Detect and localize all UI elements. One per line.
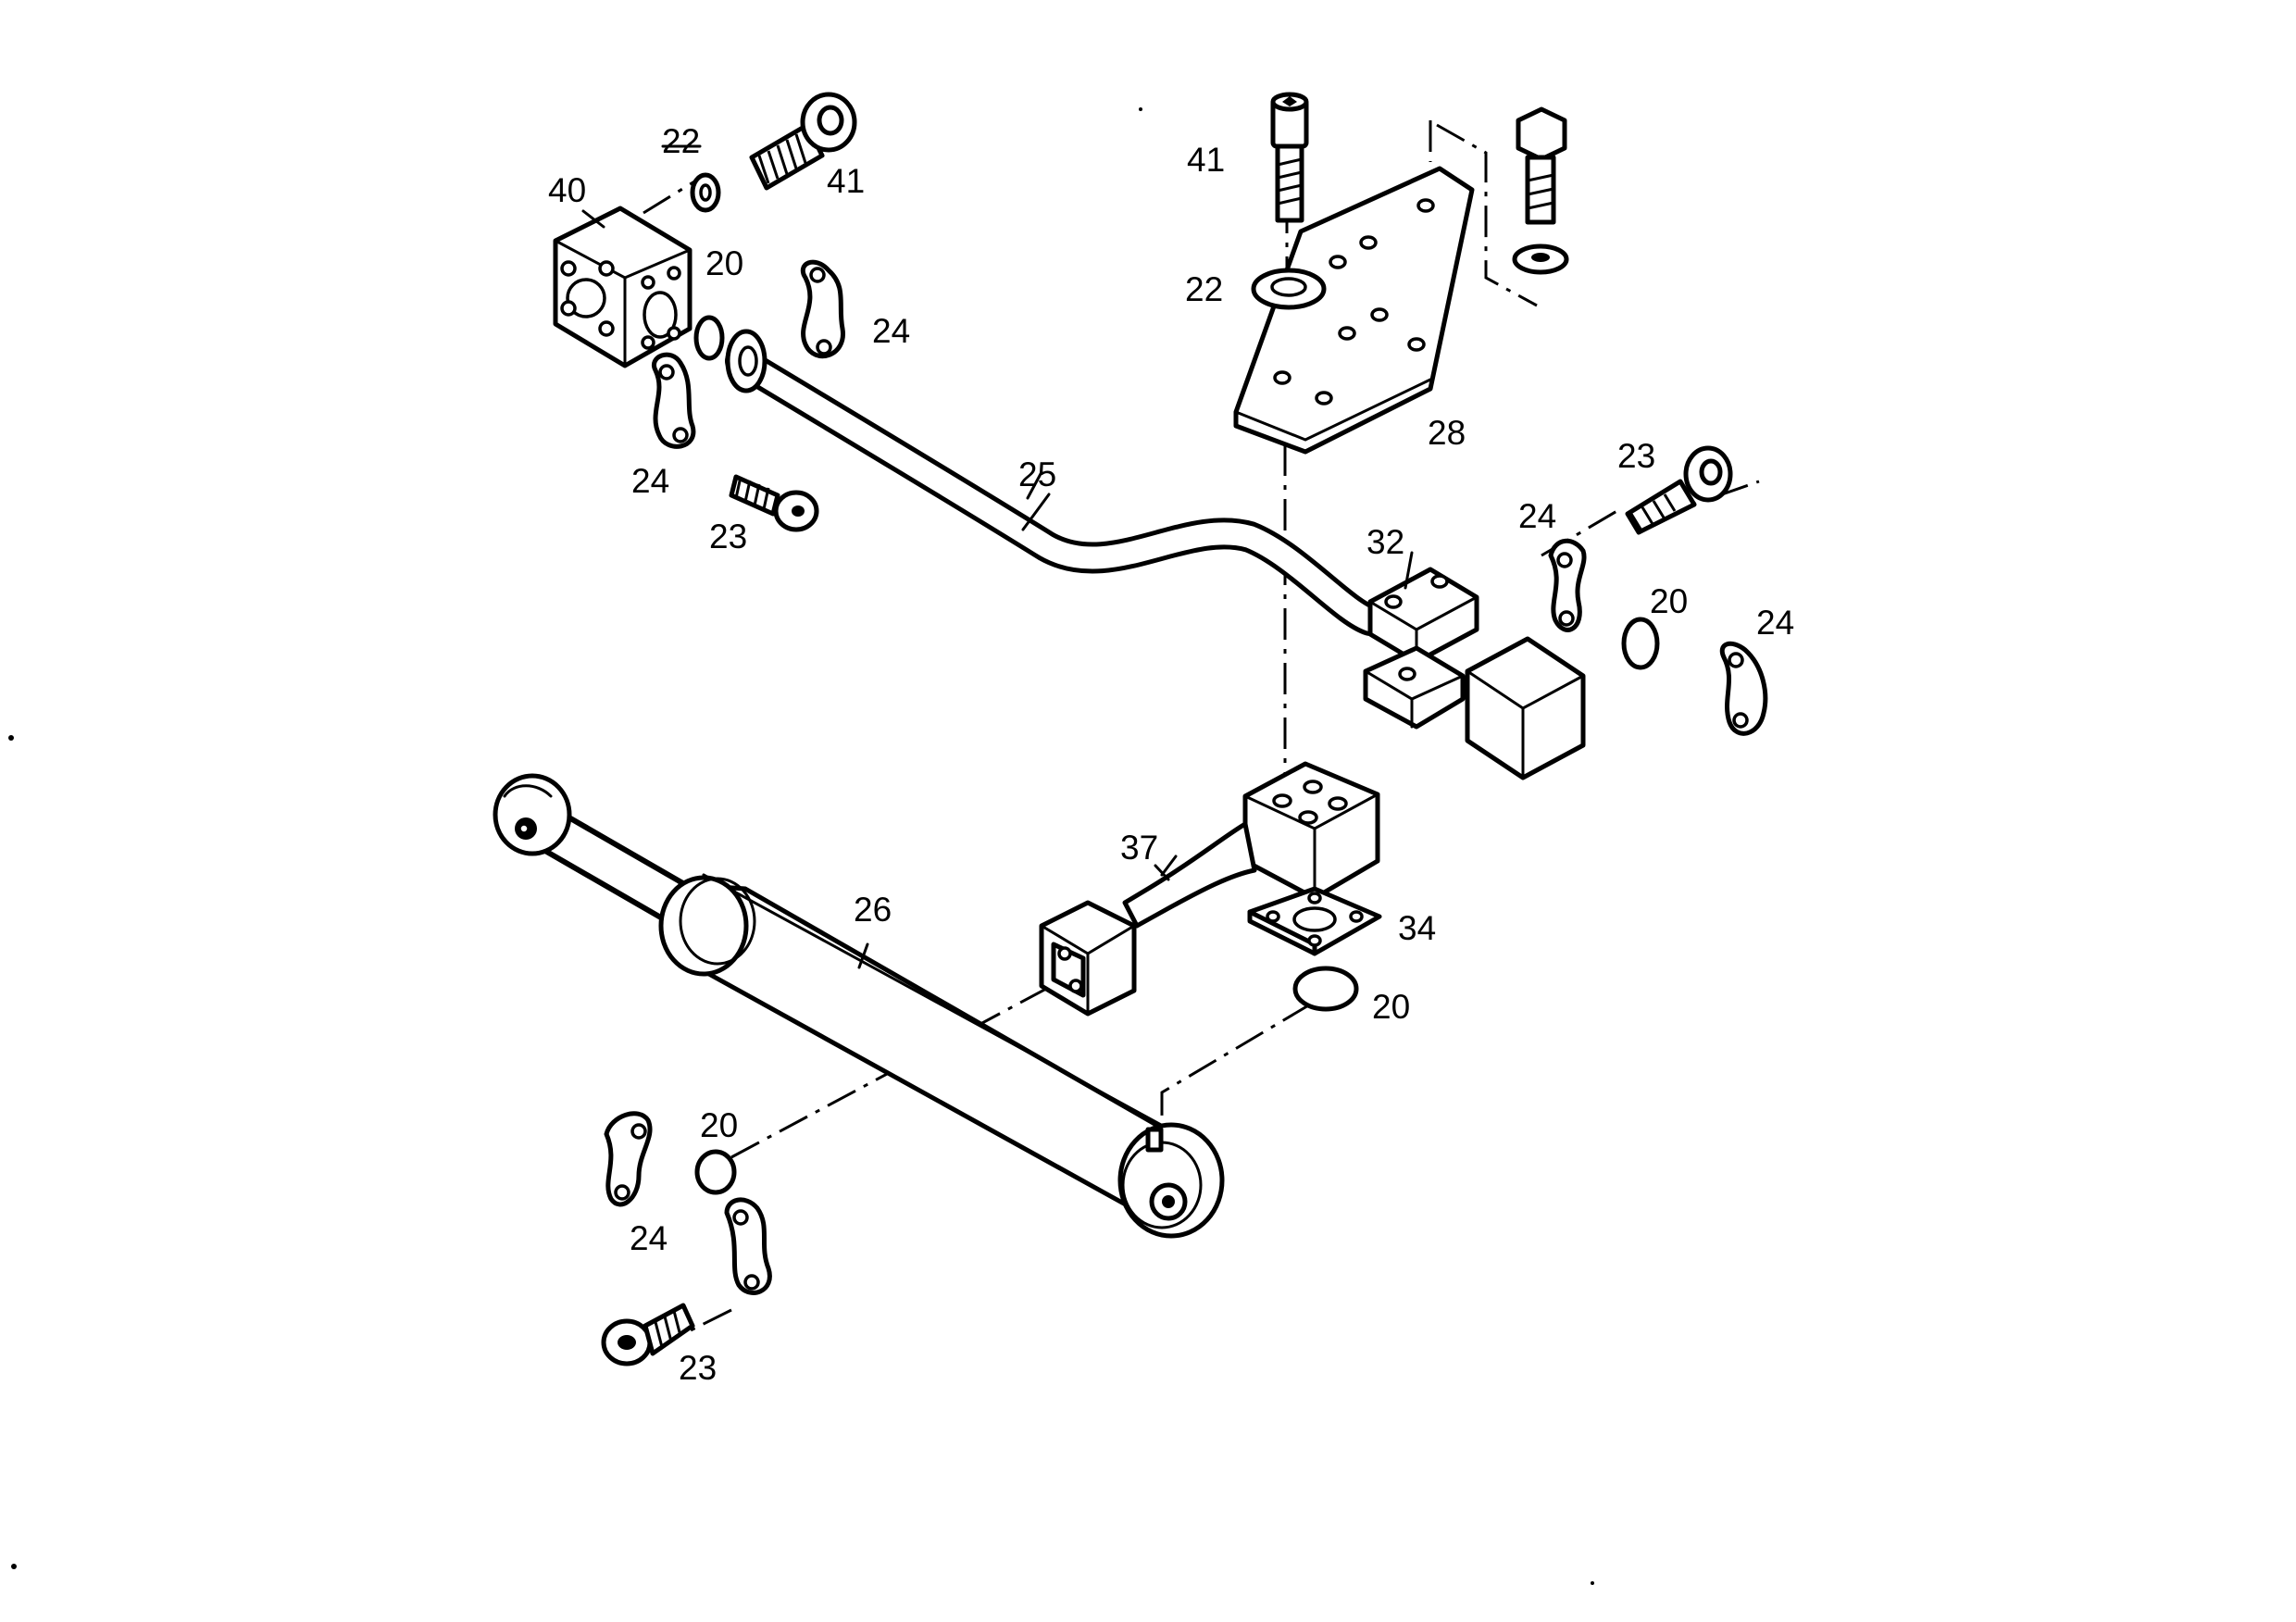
label-24: 24 — [1756, 604, 1794, 642]
label-20: 20 — [705, 244, 743, 282]
label-41: 41 — [827, 162, 865, 200]
o-ring-20 — [694, 1149, 737, 1195]
clamp-24 — [1719, 641, 1768, 736]
tube-25 — [725, 329, 1386, 636]
clamp-24 — [724, 1197, 772, 1295]
socket-screw-41 — [1270, 92, 1309, 223]
clamp-24 — [652, 352, 696, 449]
label-41: 41 — [1187, 141, 1225, 179]
washer-22 — [690, 172, 721, 213]
label-23: 23 — [1617, 437, 1655, 475]
label-20: 20 — [700, 1106, 738, 1144]
o-ring-20 — [693, 315, 725, 361]
socket-screw-23 — [1625, 445, 1733, 535]
o-ring-20 — [1292, 966, 1359, 1012]
label-22: 22 — [1185, 270, 1223, 308]
label-20: 20 — [1650, 582, 1688, 620]
label-23: 23 — [679, 1349, 717, 1387]
label-24: 24 — [1518, 497, 1556, 535]
mounting-plate-28 — [1233, 166, 1475, 455]
end-cap-block — [1465, 636, 1586, 780]
hydraulic-cylinder-26 — [493, 773, 1225, 1239]
label-26: 26 — [854, 891, 892, 929]
clamp-24 — [604, 1111, 653, 1207]
clamp-24 — [801, 259, 845, 359]
o-ring-20 — [1621, 617, 1660, 670]
label-32: 32 — [1366, 523, 1404, 561]
clamp-24 — [1548, 538, 1587, 632]
label-24: 24 — [630, 1219, 668, 1257]
fitting-block-37 — [1039, 761, 1380, 1017]
manifold-block-40 — [553, 206, 693, 368]
socket-screw-41 — [749, 92, 857, 191]
washer-22 — [1251, 268, 1327, 310]
flange-plate-34 — [1247, 886, 1382, 956]
label-40: 40 — [548, 171, 586, 209]
label-20: 20 — [1372, 988, 1410, 1026]
leader-lines — [581, 209, 1414, 969]
clamp-block-32 — [1363, 567, 1479, 730]
label-22: 22 — [662, 122, 700, 160]
label-34: 34 — [1398, 909, 1436, 947]
label-25: 25 — [1018, 455, 1056, 493]
label-24: 24 — [872, 312, 910, 350]
socket-screw-23 — [601, 1303, 695, 1366]
scan-specks — [8, 107, 1594, 1585]
socket-screw-23 — [729, 474, 819, 532]
part-labels: 22 41 40 20 24 24 23 25 41 22 28 23 24 3… — [548, 122, 1794, 1387]
label-24: 24 — [631, 462, 669, 500]
label-37: 37 — [1120, 829, 1158, 867]
label-23: 23 — [709, 518, 747, 555]
label-28: 28 — [1428, 414, 1466, 452]
hex-bolt — [1512, 106, 1569, 275]
